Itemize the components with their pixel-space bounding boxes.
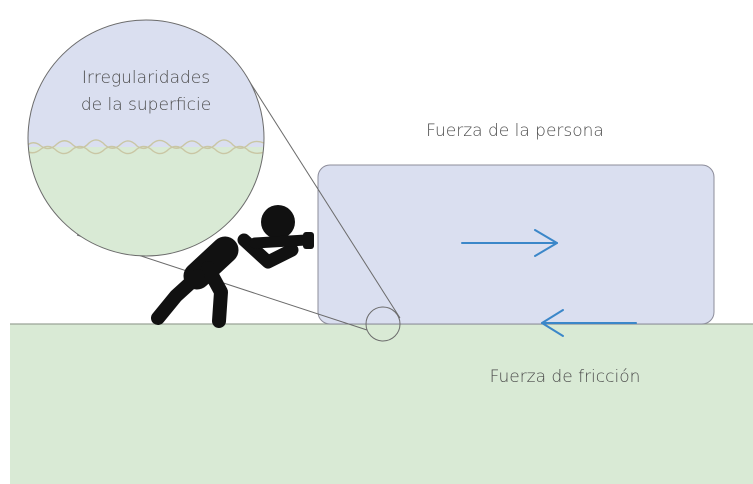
friction-force-arrow [541, 309, 637, 337]
magnifier-ring [27, 19, 265, 257]
magnifier-label-line1: Irregularidades [82, 68, 210, 88]
person-hand [303, 232, 314, 249]
pushing-person-figure [151, 205, 314, 328]
magnifier-label-line2: de la superficie [81, 95, 211, 115]
ground [10, 324, 753, 484]
surface-irregularities-bottom [28, 145, 264, 155]
person-front-leg [201, 261, 228, 328]
person-forearm [249, 234, 312, 249]
surface-irregularities-top [28, 139, 264, 150]
pushed-box [317, 164, 715, 325]
person-force-arrow [461, 229, 558, 257]
person-back-leg [151, 269, 205, 325]
person-head [261, 205, 295, 239]
magnifier-connector-top [245, 75, 401, 319]
magnifier-lens [28, 20, 264, 256]
person-force-label: Fuerza de la persona [426, 121, 604, 141]
contact-point-circle [365, 306, 401, 342]
friction-force-label: Fuerza de fricción [490, 367, 641, 387]
